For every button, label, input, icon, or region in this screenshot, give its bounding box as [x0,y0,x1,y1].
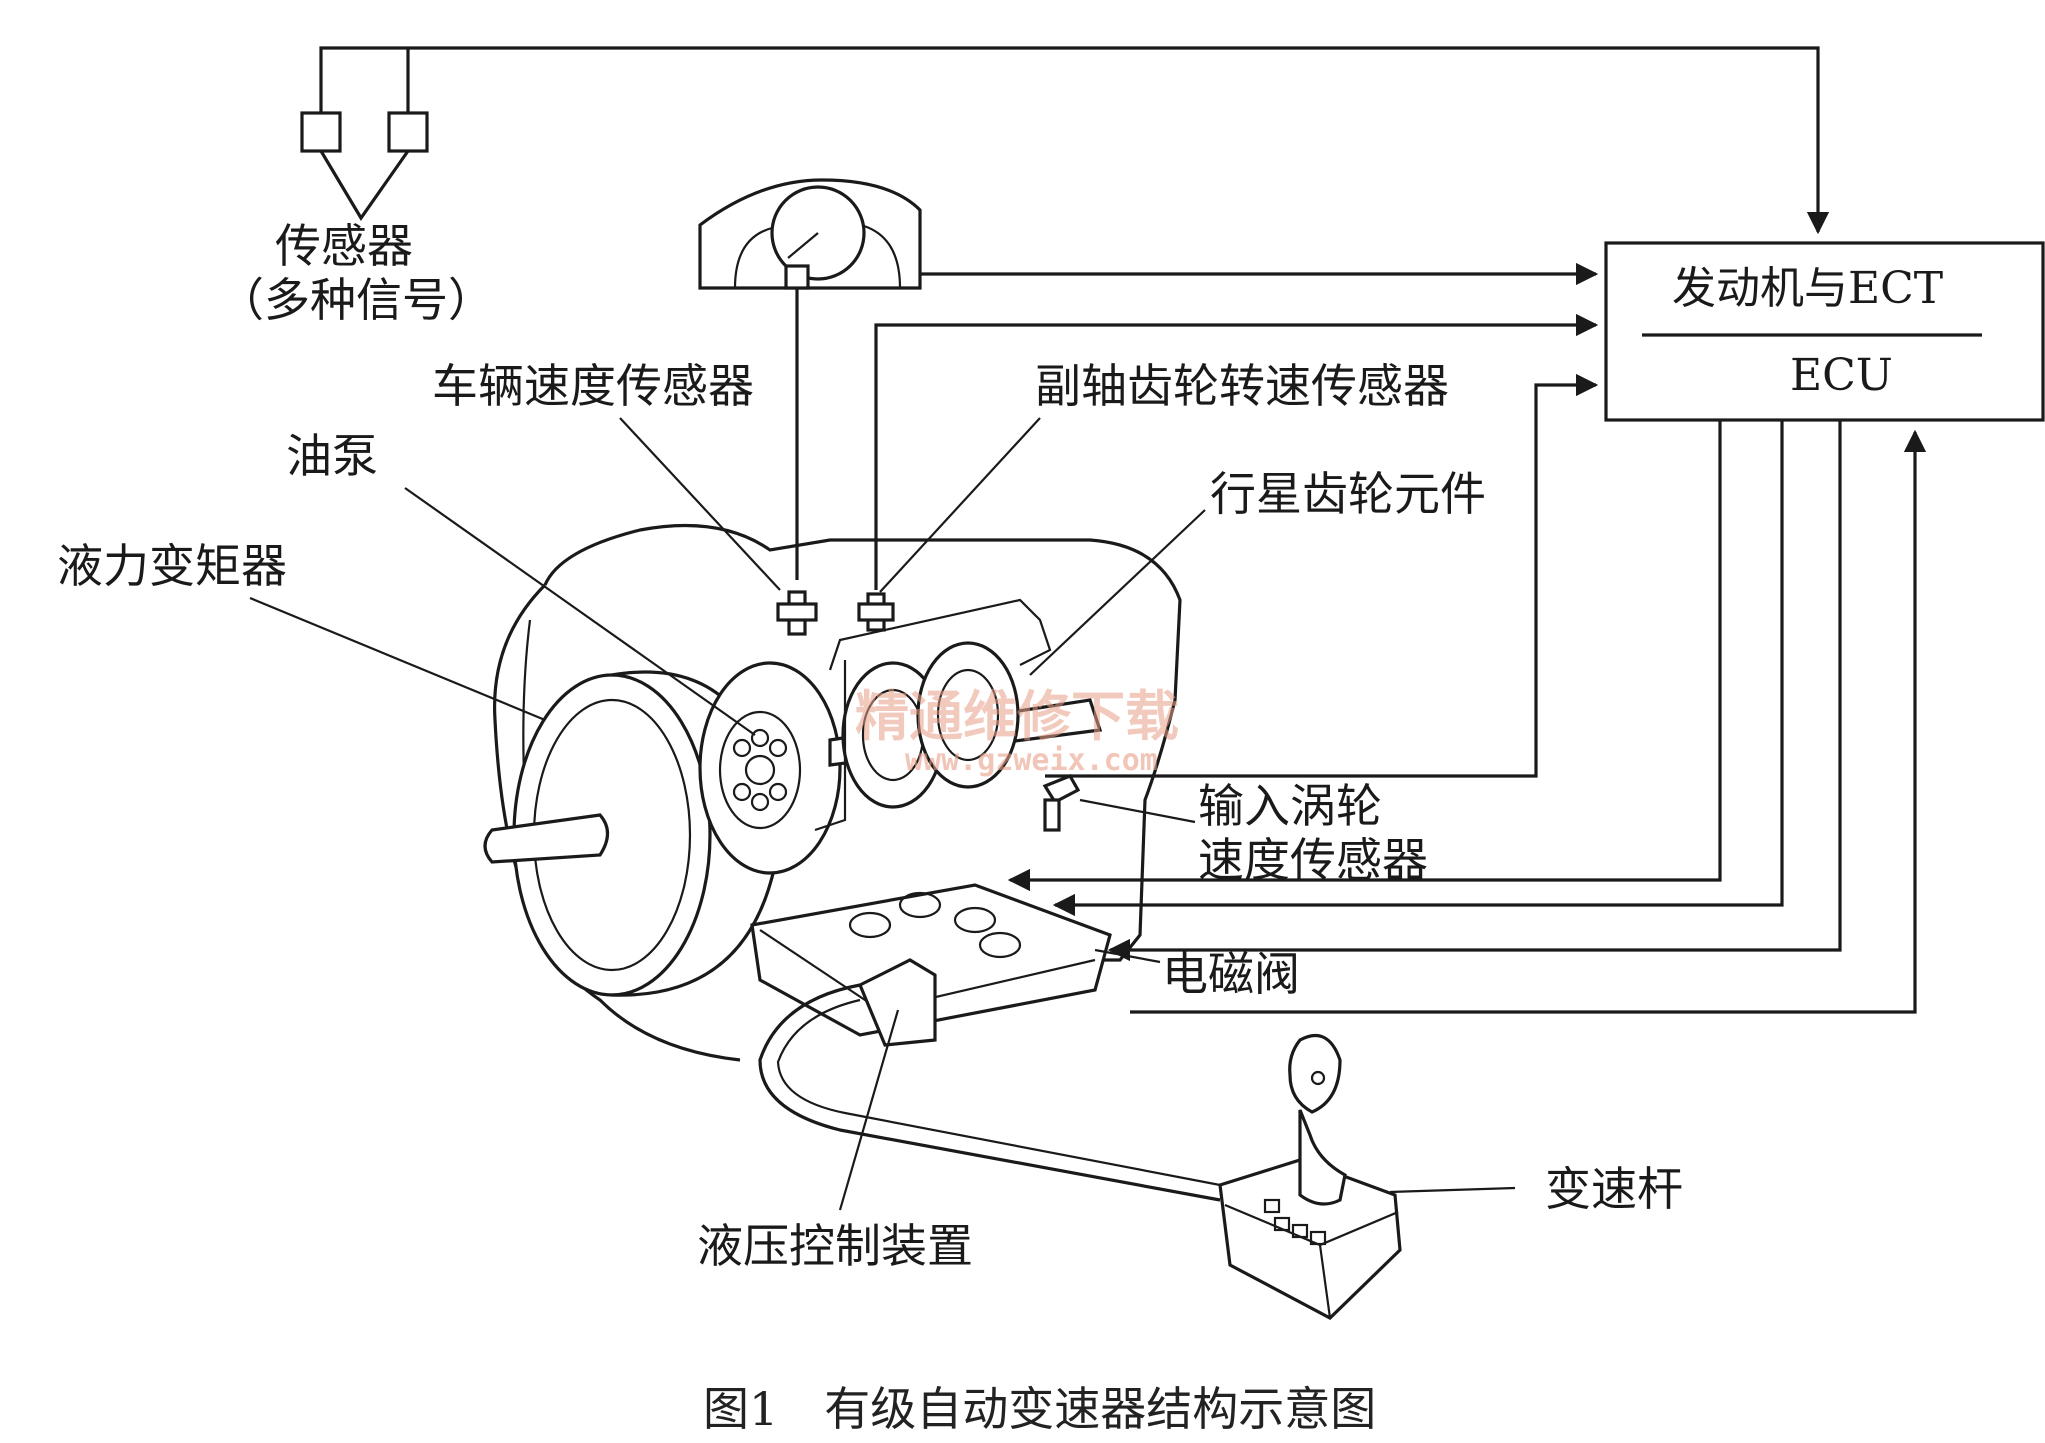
countershaft-sensor-shape [857,592,895,632]
solenoid-valve-label: 电磁阀 [1162,947,1300,1001]
leader-shift-lever [1389,1186,1516,1194]
valve-body [750,883,1112,1047]
leader-oil-pump [404,487,756,736]
sensors-group [300,46,1830,235]
control-cable [758,983,1221,1202]
ecu-output-1 [1007,420,1722,892]
leader-input-turbine [1079,798,1196,824]
input-turbine-to-ecu [1045,373,1599,778]
leader-planetary [1029,509,1206,676]
vehicle-speed-sensor-shape [776,590,818,636]
leader-torque-converter [249,596,546,722]
sensor-box-left [300,111,342,153]
figure-caption: 图1 有级自动变速器结构示意图 [703,1382,1376,1436]
oil-pump-shape [698,661,842,875]
sensor-bracket [319,150,410,221]
sensors-sub-label: （多种信号） [218,273,494,327]
ecu-top-label: 发动机与ECT [1672,263,1943,314]
input-turbine-label-2: 速度传感器 [1198,833,1428,887]
watermark-url: www.gzweix.com [905,743,1158,778]
ecu-output-3 [1107,420,1842,962]
input-turbine-sensor-shape [1042,773,1081,832]
countershaft-sensor-label: 副轴齿轮转速传感器 [1035,359,1449,413]
ecu-output-2 [1052,420,1784,917]
ecu-frame [1604,241,2045,422]
torque-converter-label: 液力变矩器 [57,539,287,593]
leader-vehicle-speed [619,417,781,591]
leader-hydraulic [838,1009,900,1211]
shift-lever-to-ecu [1130,429,1927,1014]
sensors-label: 传感器 [275,219,413,273]
ecu-bottom-label: ECU [1790,350,1893,401]
planetary-gear-shape-2 [916,641,1020,789]
instrument-cluster [698,178,922,290]
cluster-sensor-box [784,264,810,290]
leader-solenoid [1094,948,1161,964]
leader-countershaft [879,417,1041,593]
planetary-gear-label: 行星齿轮元件 [1210,467,1486,521]
sensor-box-right [387,111,429,153]
shift-lever-shape [1218,1034,1402,1320]
ecu-box [1604,241,2045,422]
shift-lever-label: 变速杆 [1545,1162,1683,1216]
input-turbine-label-1: 输入涡轮 [1198,779,1382,833]
vehicle-speed-sensor-label: 车辆速度传感器 [432,359,754,413]
watermark-text: 精通维修下载 [855,685,1179,748]
sensor-wire [319,46,1830,235]
hydraulic-control-label: 液压控制装置 [697,1219,973,1273]
transmission-housing [483,523,1182,1062]
oil-pump-label: 油泵 [286,429,378,483]
countershaft-to-ecu [874,313,1599,590]
